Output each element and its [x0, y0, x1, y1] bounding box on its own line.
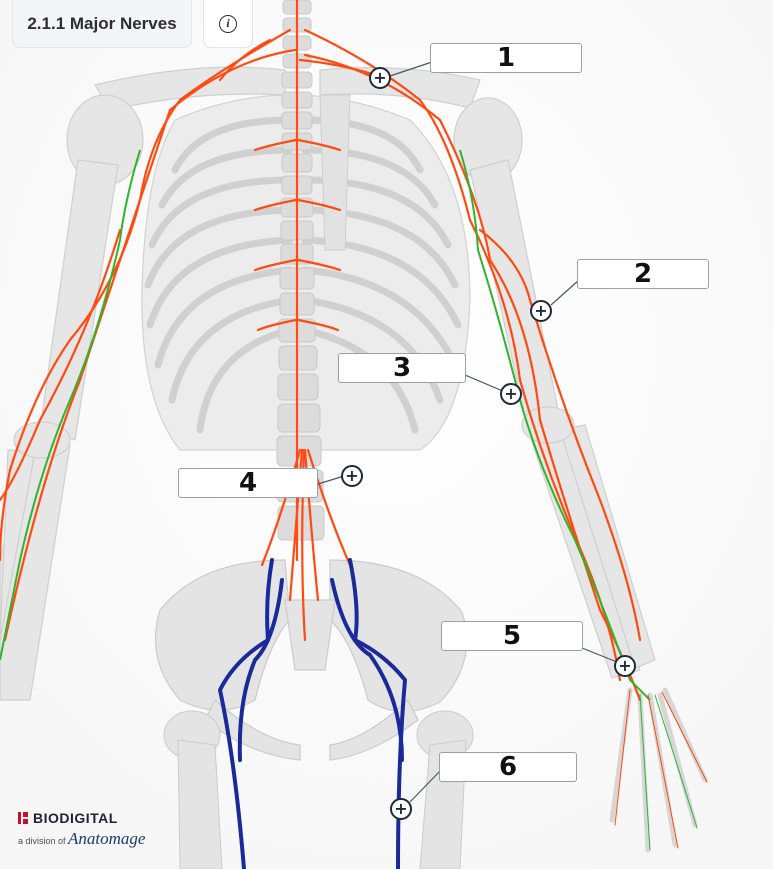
sternum — [319, 94, 351, 251]
plus-icon: + — [345, 466, 359, 485]
label-box-2[interactable]: 2 — [577, 259, 709, 289]
label-text-4: 4 — [238, 468, 258, 498]
hotspot-pin-2[interactable]: + — [530, 300, 552, 322]
label-box-5[interactable]: 5 — [441, 621, 583, 651]
hotspot-pin-5[interactable]: + — [614, 655, 636, 677]
label-text-3: 3 — [392, 353, 412, 383]
plus-icon: + — [373, 68, 387, 87]
biodigital-mark-icon — [18, 812, 28, 824]
hotspot-pin-1[interactable]: + — [369, 67, 391, 89]
label-text-2: 2 — [633, 259, 653, 289]
biodigital-logo: BIODIGITAL a division of Anatomage — [18, 810, 145, 849]
leader-lines — [317, 61, 618, 803]
plus-icon: + — [504, 384, 518, 403]
module-title: 2.1.1 Major Nerves — [12, 0, 192, 48]
label-text-1: 1 — [496, 43, 516, 73]
nerves-green — [0, 149, 651, 701]
label-text-5: 5 — [502, 621, 522, 651]
label-text-6: 6 — [498, 752, 518, 782]
pelvis — [154, 559, 468, 761]
label-box-4[interactable]: 4 — [178, 468, 318, 498]
hotspot-pin-6[interactable]: + — [390, 798, 412, 820]
nerves-blue — [217, 558, 408, 869]
info-button[interactable]: i — [203, 0, 253, 48]
nerves-hand — [614, 689, 708, 851]
brand-division: a division of — [18, 836, 66, 846]
label-box-6[interactable]: 6 — [439, 752, 577, 782]
brand-name: BIODIGITAL — [33, 810, 118, 826]
hotspot-pin-4[interactable]: + — [341, 465, 363, 487]
plus-icon: + — [618, 656, 632, 675]
info-icon: i — [219, 14, 237, 33]
plus-icon: + — [534, 301, 548, 320]
label-box-3[interactable]: 3 — [338, 353, 466, 383]
plus-icon: + — [394, 799, 408, 818]
label-box-1[interactable]: 1 — [430, 43, 582, 73]
hotspot-pin-3[interactable]: + — [500, 383, 522, 405]
brand-parent: Anatomage — [68, 829, 146, 848]
